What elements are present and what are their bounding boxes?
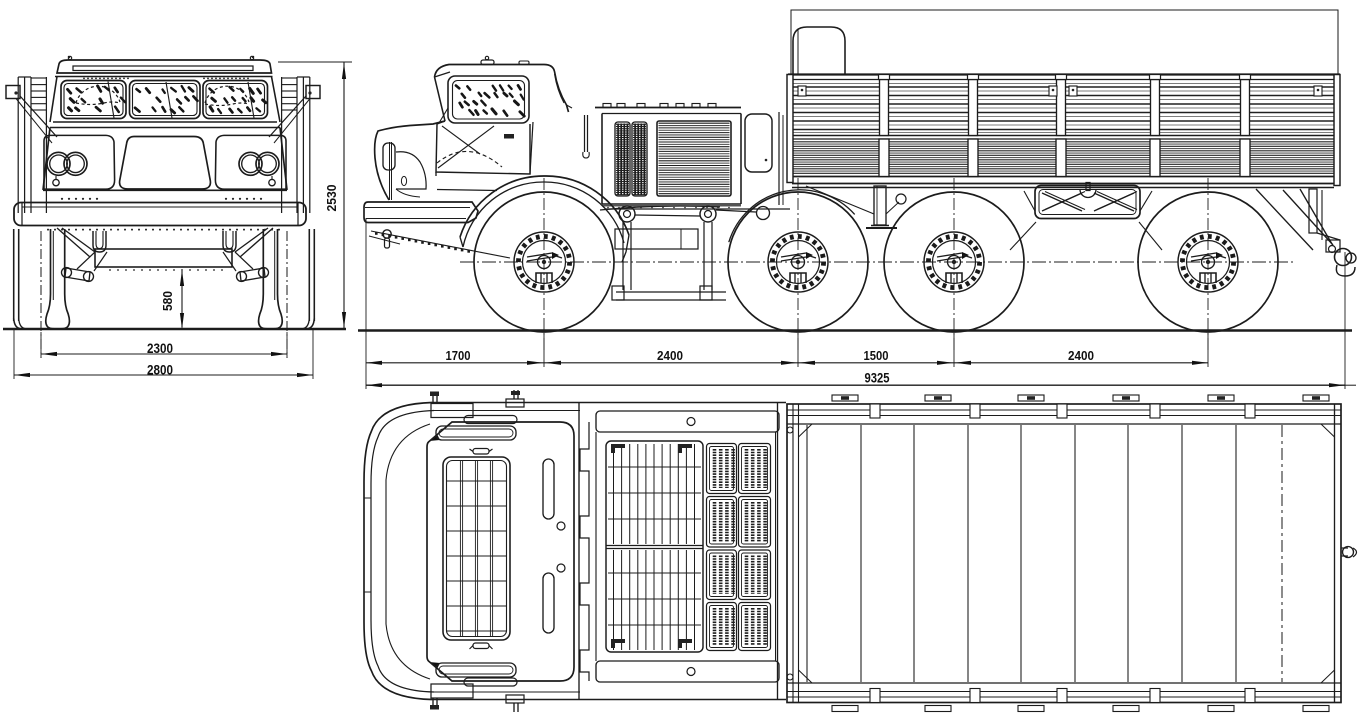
svg-text:2300: 2300 [147, 341, 173, 356]
svg-text:1700: 1700 [446, 349, 471, 363]
svg-text:9325: 9325 [865, 371, 890, 386]
svg-text:2800: 2800 [147, 363, 173, 378]
svg-text:580: 580 [160, 291, 175, 311]
svg-text:1500: 1500 [864, 349, 889, 363]
svg-text:2400: 2400 [1068, 349, 1094, 363]
svg-text:2400: 2400 [657, 349, 683, 363]
svg-text:2530: 2530 [324, 185, 339, 212]
